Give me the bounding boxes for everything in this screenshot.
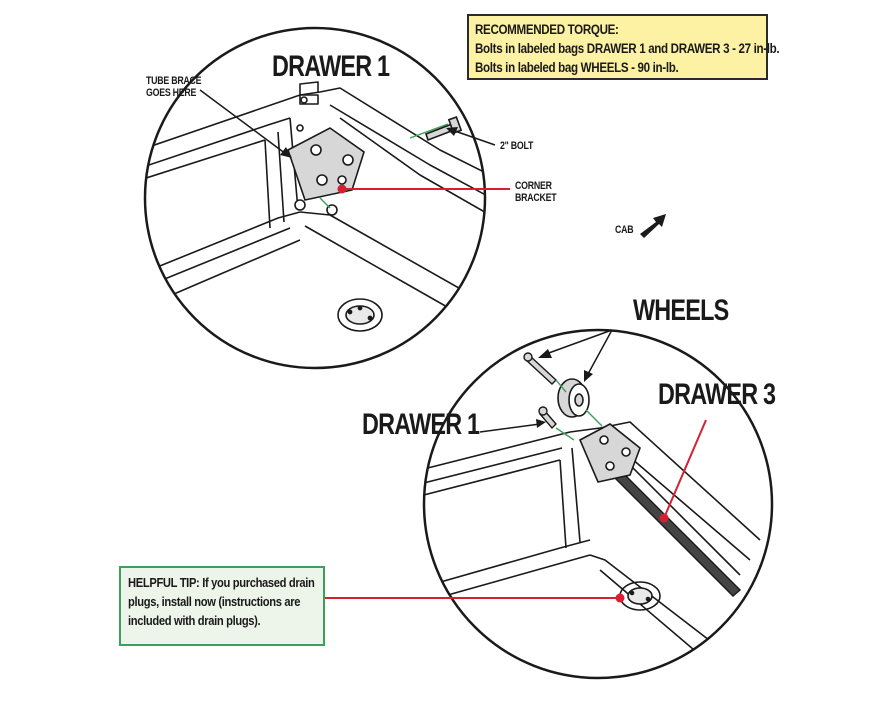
tip-line-1: HELPFUL TIP: If you purchased drain (128, 573, 315, 592)
bottom-detail-circle (422, 328, 774, 680)
cab-label: CAB (615, 224, 634, 236)
drawer3-leader (659, 419, 707, 523)
corner-bracket-leader (337, 184, 510, 194)
corner-bracket-label-2: BRACKET (515, 192, 557, 204)
bolt-arrow (446, 127, 496, 146)
wheel (557, 378, 590, 418)
tip-heading: HELPFUL TIP: (128, 575, 200, 590)
tube-brace-label-1: TUBE BRACE (146, 75, 202, 87)
helpful-tip-box: HELPFUL TIP: If you purchased drain plug… (119, 566, 325, 646)
bolt-label: 2" BOLT (500, 140, 534, 152)
torque-title: RECOMMENDED TORQUE: (475, 22, 619, 37)
drawer1-top-label: DRAWER 1 (272, 50, 390, 83)
tube-brace-label-2: GOES HERE (146, 87, 197, 99)
top-detail-circle (143, 26, 510, 370)
cab-arrow-icon (640, 214, 666, 238)
tip-line-3: included with drain plugs). (128, 613, 261, 628)
drawer3-label: DRAWER 3 (658, 378, 776, 411)
corner-bracket-bottom (578, 423, 641, 483)
tip-line-2: plugs, install now (instructions are (128, 594, 301, 609)
tip-line-1-text: If you purchased drain (199, 575, 315, 590)
corner-bracket-top (287, 96, 365, 216)
corner-bracket-label-1: CORNER (515, 180, 552, 192)
wheels-label: WHEELS (633, 294, 729, 327)
drawer1-bottom-label: DRAWER 1 (362, 408, 480, 441)
recommended-torque-box: RECOMMENDED TORQUE: Bolts in labeled bag… (467, 14, 780, 80)
wheel-bolt (523, 352, 558, 385)
drawer1-leader (479, 419, 546, 433)
drain-plug-leader (325, 593, 625, 603)
drawer1-bolt (538, 406, 557, 430)
tube-brace-arrow (199, 89, 292, 158)
torque-line-2: Bolts in labeled bag WHEELS - 90 in-lb. (475, 60, 679, 75)
torque-line-1: Bolts in labeled bags DRAWER 1 and DRAWE… (475, 41, 780, 56)
wheels-arrows (538, 329, 613, 382)
